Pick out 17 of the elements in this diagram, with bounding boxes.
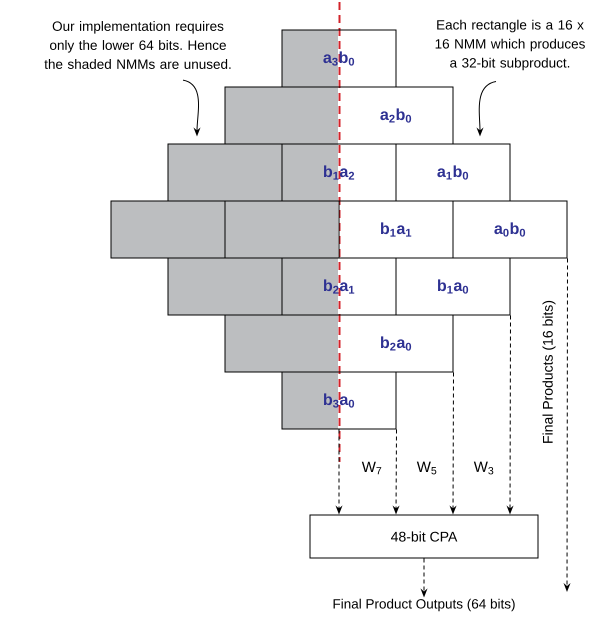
multiplier-block: b$_{1}$a$_{1}$ xyxy=(338,200,454,258)
wire-label: W$_{5}$ xyxy=(416,462,436,474)
multiplier-block: a$_{2}$b$_{0}$ xyxy=(224,86,454,144)
adder-box: 48-bit CPA xyxy=(310,514,538,558)
shaded-block xyxy=(110,200,226,258)
wire-label: W$_{3}$ xyxy=(474,462,494,474)
annotation-text: Each rectangle is a 16 x 16 NMM which produces a 32-bit subproduct. xyxy=(436,20,585,70)
multiplier-block: b$_{2}$a$_{1}$ xyxy=(282,258,396,316)
multiplier-block: b$_{3}$a$_{0}$ xyxy=(282,372,396,430)
wire-label: W$_{7}$ xyxy=(362,462,382,474)
multiplier-block: b$_{2}$a$_{0}$ xyxy=(224,314,454,372)
multiplier-block: b$_{1}$a$_{0}$ xyxy=(396,258,510,316)
output-label: Final Product Outputs (64 bits) xyxy=(334,598,515,612)
multiplier-block: a$_{1}$b$_{0}$ xyxy=(396,144,510,202)
multiplier-block: a$_{0}$b$_{0}$ xyxy=(452,200,568,258)
annotation-text: Our implementation requires only the lower 64 bits. Hence the shaded NMMs are unused. xyxy=(44,21,231,69)
edge-label: Final Products (16 bits) xyxy=(541,299,557,445)
